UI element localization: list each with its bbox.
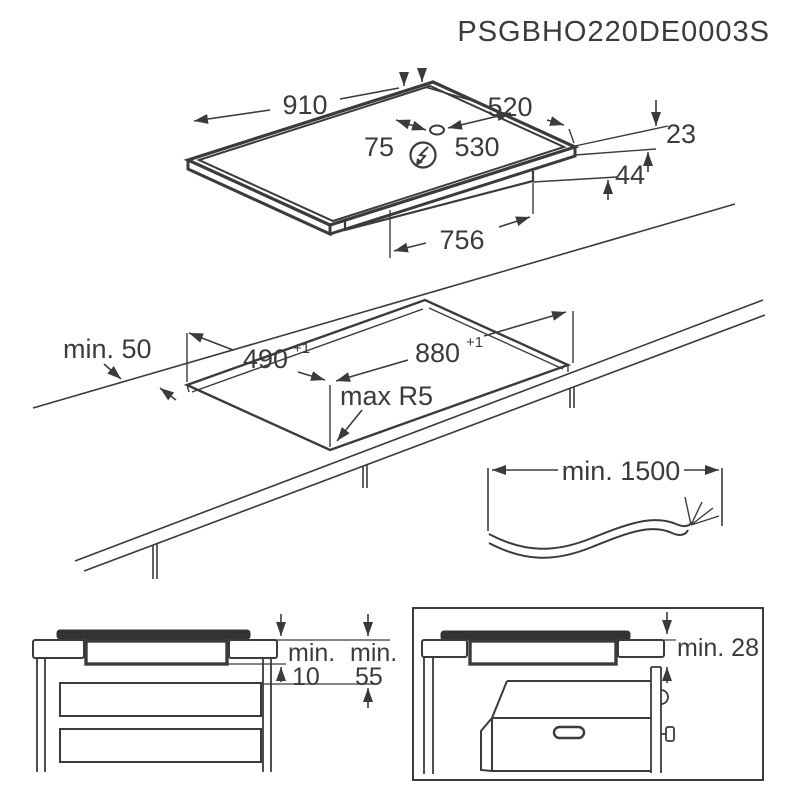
- dim-520-line-right: [546, 116, 565, 126]
- dim-width-label: 910: [282, 90, 327, 120]
- dim-75-line: [395, 119, 427, 131]
- cable-length-label: min. 1500: [562, 456, 681, 486]
- worktop-block-right: [617, 639, 665, 658]
- dim-910-line-right: [339, 87, 400, 100]
- oven-knob-icon: [665, 726, 675, 742]
- worktop-block-right: [228, 639, 278, 659]
- dim-520-extension: [568, 128, 575, 144]
- power-connection-icon: [409, 141, 437, 169]
- cutout-dimension-labels: min. 50 490 +1 880 +1 max R5: [63, 334, 483, 411]
- back-clearance-label: min. 50: [63, 334, 152, 364]
- dim-cutout-width-tolerance: +1: [466, 334, 483, 351]
- oven-clearance-label: min. 28: [677, 634, 759, 662]
- drawer-clearance-view: [32, 614, 390, 772]
- dim-490-line-left: [188, 332, 234, 351]
- cable-curve-top: [488, 519, 693, 550]
- panel-border: [412, 607, 764, 781]
- cutout-wall-ticks: [186, 365, 569, 393]
- dim-body-height-label: 44: [615, 160, 645, 190]
- worktop-cutout-view: [32, 203, 766, 579]
- clearance-b-value: 55: [355, 663, 383, 691]
- glass-thickness-edge: [186, 147, 577, 237]
- lightning-bolt-tip: [416, 158, 423, 166]
- clearance-b-prefix: min.: [350, 639, 397, 667]
- dim-cable-left-label: 75: [364, 132, 394, 162]
- cable-length-view: [487, 465, 723, 559]
- ext-glass-bottom: [574, 148, 657, 156]
- worktop-leg-3: [569, 387, 575, 408]
- dim-880-line-left: [335, 359, 409, 382]
- dim-cutout-depth-tolerance: +1: [293, 340, 310, 357]
- hob-glass-side: [440, 630, 631, 641]
- worktop-leg-1: [152, 544, 158, 579]
- oven-left-facet: [480, 717, 493, 772]
- worktop-front-edge-top: [74, 299, 764, 562]
- dim-490-line-right: [297, 371, 326, 381]
- cutout-inner-wall-left: [191, 308, 424, 393]
- hob-body-box: [84, 639, 229, 666]
- oven-handle: [552, 725, 586, 740]
- cabinet-legs: [36, 658, 272, 772]
- dim-530-line: [447, 111, 512, 130]
- part-number: PSGBHO220DE0003S: [457, 16, 770, 48]
- hob-body: [343, 171, 535, 232]
- cable-entry-oval-icon: [429, 124, 445, 136]
- worktop-block-left: [32, 639, 85, 659]
- worktop-block-left: [421, 639, 468, 658]
- lightning-bolt-icon: [417, 146, 429, 164]
- worktop-back-edge: [32, 203, 736, 409]
- dim-756-line-left: [393, 242, 427, 253]
- dim-910-line-left: [193, 109, 271, 124]
- drawer-clearance-labels: min. 10 min. 55: [288, 639, 397, 691]
- dim-520-line-left: [424, 86, 478, 103]
- hob-dimension-labels: 910 520 75 530 23 44 756: [282, 90, 696, 255]
- cutout-outline: [183, 298, 572, 452]
- clearance-a-value: 10: [292, 663, 320, 691]
- dim-756-line-right: [498, 216, 531, 228]
- dim-880-line-right: [483, 311, 567, 337]
- dim-cable-right-label: 530: [454, 132, 499, 162]
- back-clearance-arrow: [103, 363, 122, 380]
- dim-cutout-width-label: 880: [415, 338, 460, 368]
- cutout-inner-wall-right: [428, 307, 564, 370]
- drawer-1: [59, 682, 262, 717]
- wire-ends-icon: [684, 496, 720, 526]
- cable-curve-bottom: [488, 528, 689, 559]
- back-gap-arrow: [159, 387, 177, 401]
- clearance-a-prefix: min.: [288, 639, 335, 667]
- oven-body: [491, 680, 651, 772]
- hinge-bump-icon: [660, 689, 669, 705]
- hob-glass-side: [56, 629, 251, 640]
- dim-depth-label: 520: [487, 92, 532, 122]
- oven-clearance-view: [412, 607, 764, 781]
- worktop-leg-2: [362, 465, 368, 488]
- hob-isometric-view: [183, 68, 669, 258]
- worktop-front-edge-bottom: [83, 314, 766, 572]
- cabinet-side-panel: [650, 666, 662, 773]
- corner-radius-arrow: [336, 409, 363, 442]
- hob-body-box: [468, 639, 618, 666]
- ext-glass-top: [574, 125, 669, 147]
- dim-body-width-label: 756: [439, 225, 484, 255]
- dim-cutout-depth-label: 490: [243, 344, 288, 374]
- ext-body-bottom: [532, 176, 618, 183]
- glass-inner-rim: [196, 84, 567, 223]
- dim-glass-height-label: 23: [666, 119, 696, 149]
- corner-radius-label: max R5: [340, 381, 433, 411]
- cabinet-leg-left: [423, 657, 434, 774]
- drawer-2: [59, 728, 262, 763]
